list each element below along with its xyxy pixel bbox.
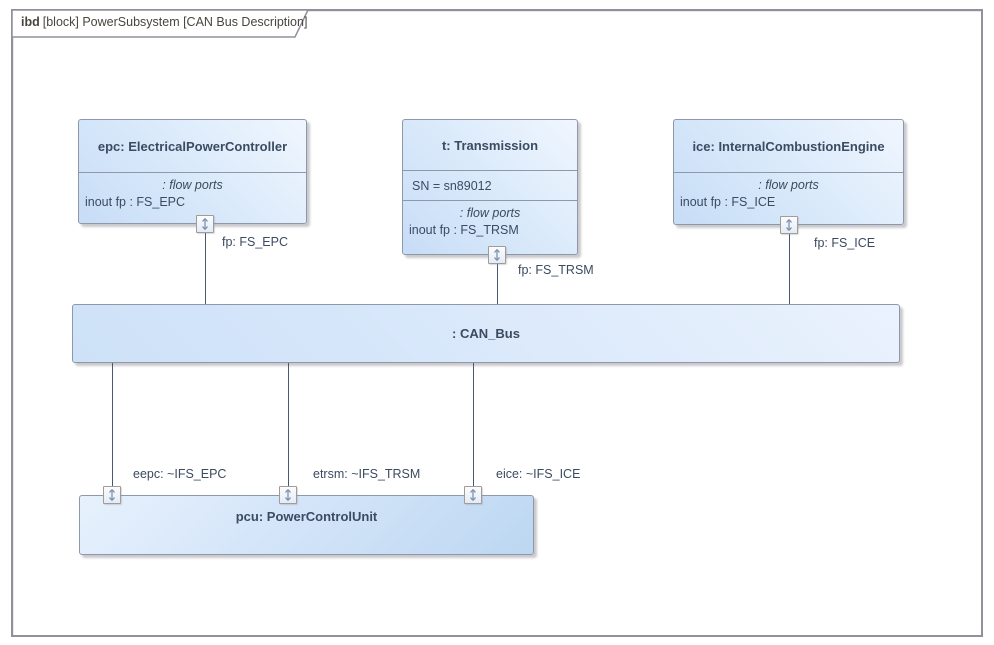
port-label-fp-epc: fp: FS_EPC bbox=[222, 235, 288, 249]
block-title: ice: InternalCombustionEngine bbox=[692, 138, 885, 154]
connector-bus-to-pcu-eepc[interactable] bbox=[112, 363, 113, 486]
updown-arrow-icon bbox=[202, 218, 208, 230]
compartment-heading: : flow ports bbox=[459, 206, 521, 220]
updown-arrow-icon bbox=[494, 249, 500, 261]
port-label-etrsm: etrsm: ~IFS_TRSM bbox=[313, 467, 421, 481]
flow-port-attribute: inout fp : FS_EPC bbox=[85, 195, 186, 209]
flow-port-attribute: inout fp : FS_TRSM bbox=[409, 223, 519, 237]
updown-arrow-icon bbox=[470, 489, 476, 501]
flow-port-eepc[interactable] bbox=[103, 486, 121, 504]
flow-port-etrsm[interactable] bbox=[279, 486, 297, 504]
block-title: epc: ElectricalPowerController bbox=[97, 138, 288, 154]
compartment-heading: : flow ports bbox=[162, 178, 223, 192]
port-label-fp-ice: fp: FS_ICE bbox=[814, 236, 876, 250]
frame-tab-shape bbox=[11, 9, 310, 38]
values-compartment: SN = sn89012 bbox=[403, 170, 577, 200]
flow-ports-compartment: : flow ports inout fp : FS_ICE bbox=[674, 172, 903, 209]
updown-arrow-icon bbox=[786, 219, 792, 231]
flow-port-fp-ice[interactable] bbox=[780, 216, 798, 234]
flow-port-fp-epc[interactable] bbox=[196, 215, 214, 233]
frame-keyword: ibd bbox=[21, 15, 40, 29]
port-label-eepc: eepc: ~IFS_EPC bbox=[133, 467, 227, 481]
port-label-eice: eice: ~IFS_ICE bbox=[496, 467, 581, 481]
updown-arrow-icon bbox=[285, 489, 291, 501]
connector-bus-to-pcu-eice[interactable] bbox=[473, 363, 474, 486]
block-can-bus[interactable]: : CAN_Bus bbox=[72, 304, 900, 363]
frame-title: ibd[block] PowerSubsystem [CAN Bus Descr… bbox=[21, 15, 307, 29]
frame-title-text: [block] PowerSubsystem [CAN Bus Descript… bbox=[42, 15, 308, 29]
connector-t-to-bus[interactable] bbox=[497, 264, 498, 304]
flow-port-fp-trsm[interactable] bbox=[488, 246, 506, 264]
frame-name-tab: ibd[block] PowerSubsystem [CAN Bus Descr… bbox=[11, 9, 311, 38]
port-label-fp-trsm: fp: FS_TRSM bbox=[518, 263, 594, 277]
flow-ports-compartment: : flow ports inout fp : FS_EPC bbox=[79, 172, 306, 209]
block-t-transmission[interactable]: t: Transmission SN = sn89012 : flow port… bbox=[402, 119, 578, 255]
flow-port-attribute: inout fp : FS_ICE bbox=[680, 195, 776, 209]
connector-epc-to-bus[interactable] bbox=[205, 233, 206, 304]
sn-value: SN = sn89012 bbox=[412, 178, 492, 193]
flow-ports-compartment: : flow ports inout fp : FS_TRSM bbox=[403, 200, 577, 237]
block-ice-internal-combustion-engine[interactable]: ice: InternalCombustionEngine : flow por… bbox=[673, 119, 904, 225]
block-pcu-power-control-unit[interactable]: pcu: PowerControlUnit bbox=[79, 495, 534, 555]
block-epc-electrical-power-controller[interactable]: epc: ElectricalPowerController : flow po… bbox=[78, 119, 307, 224]
updown-arrow-icon bbox=[109, 489, 115, 501]
block-title: t: Transmission bbox=[441, 137, 539, 153]
block-title: pcu: PowerControlUnit bbox=[235, 509, 378, 524]
connector-ice-to-bus[interactable] bbox=[789, 234, 790, 304]
connector-bus-to-pcu-etrsm[interactable] bbox=[288, 363, 289, 486]
block-title: : CAN_Bus bbox=[452, 326, 520, 341]
flow-port-eice[interactable] bbox=[464, 486, 482, 504]
compartment-heading: : flow ports bbox=[758, 178, 819, 192]
